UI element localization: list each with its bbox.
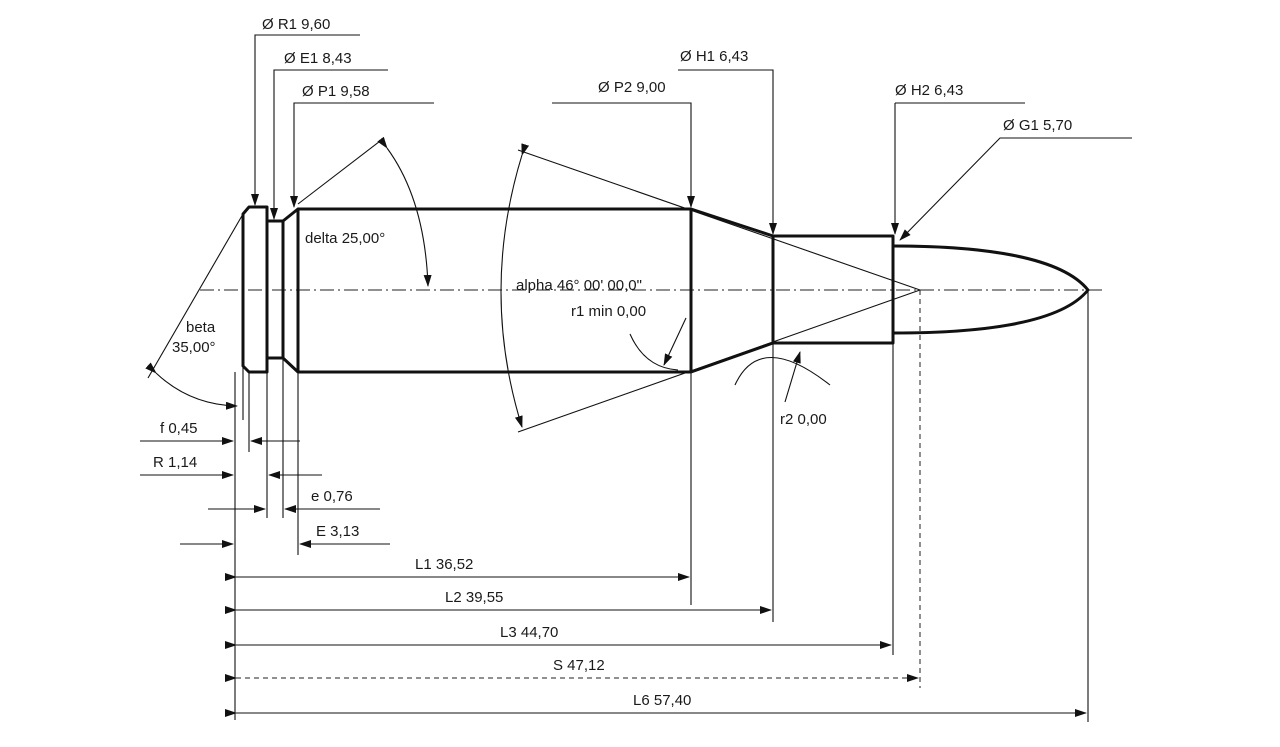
label-alpha: alpha 46° 00' 00,0" <box>516 277 642 294</box>
label-delta: delta 25,00° <box>305 230 385 247</box>
label-h1: Ø H1 6,43 <box>680 48 748 65</box>
label-r: R 1,14 <box>153 454 197 471</box>
label-h2: Ø H2 6,43 <box>895 82 963 99</box>
label-r2: r2 0,00 <box>780 411 827 428</box>
label-E: E 3,13 <box>316 523 359 540</box>
label-p1: Ø P1 9,58 <box>302 83 370 100</box>
label-e: e 0,76 <box>311 488 353 505</box>
radius-arcs <box>629 317 831 403</box>
label-g1: Ø G1 5,70 <box>1003 117 1072 134</box>
diameter-leaders <box>251 34 1132 241</box>
beta-construction <box>145 213 244 420</box>
extractor-groove <box>267 219 285 360</box>
label-beta-value: 35,00° <box>172 339 216 356</box>
label-s: S 47,12 <box>553 657 605 674</box>
cartridge-outline <box>200 205 1102 374</box>
length-dimensions <box>225 290 1089 722</box>
rim-dimensions <box>140 358 390 720</box>
label-f: f 0,45 <box>160 420 198 437</box>
case-body <box>298 207 895 374</box>
label-l2: L2 39,55 <box>445 589 503 606</box>
label-beta-name: beta <box>186 319 216 336</box>
label-r1-min: r1 min 0,00 <box>571 303 646 320</box>
delta-construction <box>297 136 432 287</box>
label-l1: L1 36,52 <box>415 556 473 573</box>
alpha-construction <box>500 143 921 433</box>
label-l3: L3 44,70 <box>500 624 558 641</box>
label-p2: Ø P2 9,00 <box>598 79 666 96</box>
dimension-labels: Ø R1 9,60 Ø E1 8,43 Ø P1 9,58 Ø P2 9,00 … <box>153 16 1072 709</box>
label-e1: Ø E1 8,43 <box>284 50 352 67</box>
groove-bevel <box>281 207 300 374</box>
label-r1: Ø R1 9,60 <box>262 16 330 33</box>
label-l6: L6 57,40 <box>633 692 691 709</box>
